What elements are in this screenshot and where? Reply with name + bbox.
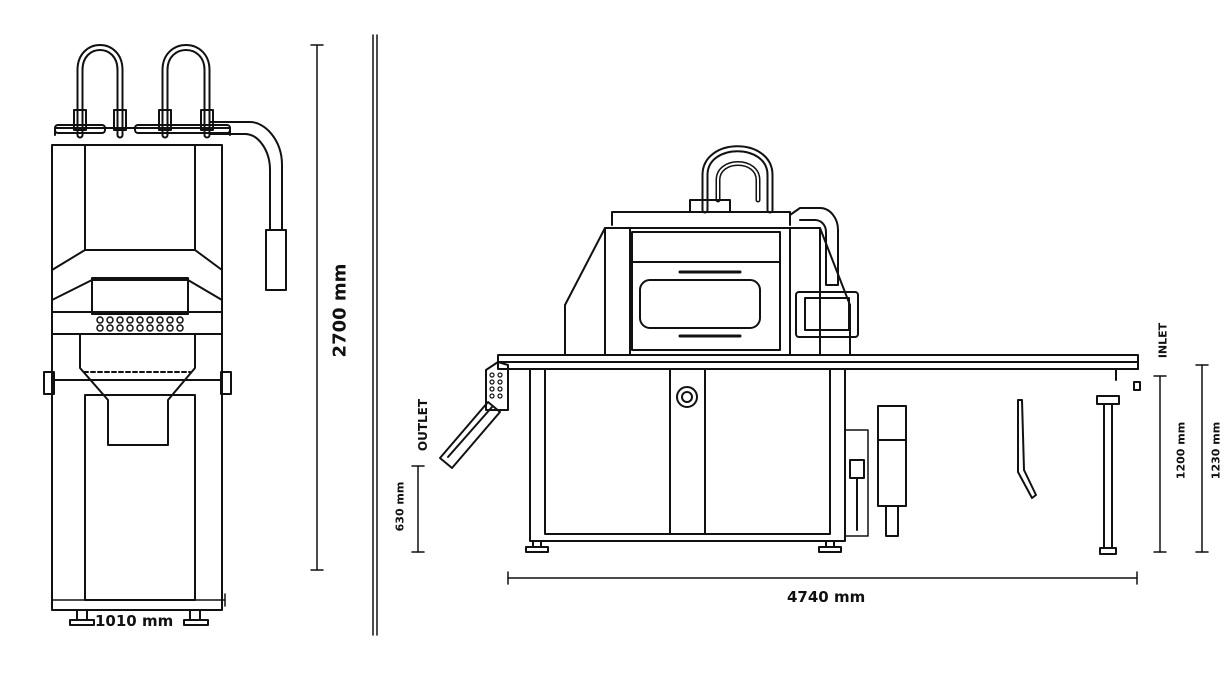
view-divider bbox=[372, 34, 378, 636]
front-width-label: 1010 mm bbox=[95, 612, 174, 630]
outlet-height-dimension-line bbox=[411, 465, 425, 553]
outlet-height-label: 630 mm bbox=[393, 481, 407, 532]
total-height-dimension-line bbox=[1195, 364, 1209, 553]
front-height-label: 2700 mm bbox=[329, 263, 351, 358]
inlet-height-label: 1200 mm bbox=[1174, 421, 1188, 480]
front-width-dimension-line bbox=[51, 593, 226, 607]
inlet-height-dimension-line bbox=[1153, 375, 1167, 553]
front-view-machine bbox=[43, 44, 287, 626]
total-height-label: 1230 mm bbox=[1209, 421, 1223, 480]
inlet-label: INLET bbox=[1156, 322, 1170, 359]
side-length-label: 4740 mm bbox=[787, 588, 866, 606]
outlet-label: OUTLET bbox=[416, 398, 430, 452]
front-height-dimension-line bbox=[310, 44, 324, 571]
side-view-machine bbox=[439, 145, 1141, 555]
side-length-dimension-line bbox=[507, 571, 1138, 585]
